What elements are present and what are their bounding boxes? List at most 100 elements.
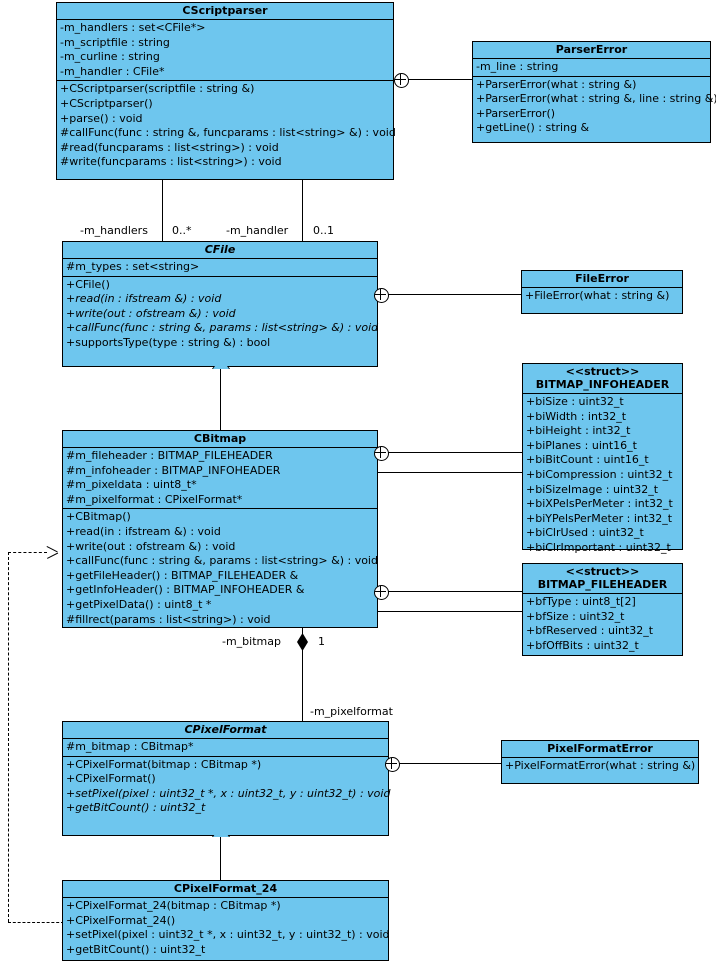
class-title-parsererror: ParserError [473,42,710,59]
attribute-row: +bfSize : uint32_t [526,609,625,623]
operation-row: +getLine() : string & [476,121,590,135]
operation-row: +CBitmap() [66,510,131,524]
attribute-row: #m_infoheader : BITMAP_INFOHEADER [66,463,281,477]
class-box-fileerror[interactable]: FileError +FileError(what : string &) [521,270,683,314]
class-title-cpixelformat24: CPixelFormat_24 [63,881,388,898]
operation-row: +CScriptparser() [60,96,153,110]
operation-row: #read(funcparams : list<string>) : void [60,140,279,154]
exception-marker-icon-pixelformaterror [385,757,400,772]
edge-label-bitmap-role: -m_bitmap [222,635,281,648]
operation-row: #callFunc(func : string &, funcparams : … [60,126,396,140]
operation-row: +getBitCount() : uint32_t [66,801,206,815]
generalization-arrow-fill-pf24 [213,825,229,837]
attribute-row: #m_bitmap : CBitmap* [66,740,194,753]
class-box-bitmap-fileheader[interactable]: <<struct>> BITMAP_FILEHEADER +bfType : u… [522,563,683,656]
class-box-cbitmap[interactable]: CBitmap #m_fileheader : BITMAP_FILEHEADE… [62,430,378,628]
operation-row: +CPixelFormat_24(bitmap : CBitmap *) [66,899,281,912]
operation-row: +getInfoHeader() : BITMAP_INFOHEADER & [66,583,305,597]
connector-scriptparser-parsererror [407,79,473,80]
operation-row: +CPixelFormat_24() [66,913,176,927]
composition-line-bitmap-pixelformat [302,628,303,721]
attribute-row: -m_scriptfile : string [60,35,170,49]
operation-row: +CPixelFormat() [66,772,156,786]
association-line-handler [302,180,303,242]
class-box-bitmap-infoheader[interactable]: <<struct>> BITMAP_INFOHEADER +biSize : u… [522,363,683,554]
class-name-label: BITMAP_FILEHEADER [537,578,668,591]
attribute-row: +biBitCount : uint16_t [526,453,649,467]
class-box-cscriptparser[interactable]: CScriptparser -m_handlers : set<CFile*> … [56,2,396,180]
connector-pixelformat-error [399,763,502,764]
operation-row: #write(funcparams : list<string>) : void [60,155,282,169]
exception-marker-icon-infoheader [374,446,389,461]
generalization-line-cbitmap-cfile [220,367,221,431]
operations-compartment-cbitmap: +CBitmap() +read(in : ifstream &) : void… [63,509,378,628]
attribute-row: +bfOffBits : uint32_t [526,638,639,652]
operation-row: +getBitCount() : uint32_t [66,942,206,956]
connector-cbitmap-infoheader-b [374,472,522,473]
operation-row: +callFunc(func : string &, params : list… [66,321,379,335]
attribute-row: #m_pixeldata : uint8_t* [66,478,197,492]
class-box-parsererror[interactable]: ParserError -m_line : string +ParserErro… [472,41,716,143]
attribute-row: #m_types : set<string> [66,260,200,273]
attribute-row: +biHeight : int32_t [526,424,631,438]
attribute-row: -m_curline : string [60,50,160,64]
dependency-arrowhead-icon [47,546,58,559]
attribute-row: #m_fileheader : BITMAP_FILEHEADER [66,449,273,462]
attributes-compartment-cbitmap: #m_fileheader : BITMAP_FILEHEADER #m_inf… [63,448,377,510]
operations-compartment-parsererror: +ParserError(what : string &) +ParserErr… [473,77,716,137]
class-box-pixelformaterror[interactable]: PixelFormatError +PixelFormatError(what … [501,740,699,784]
attribute-row: +bfReserved : uint32_t [526,624,654,638]
operation-row: +write(out : ofstream &) : void [66,539,236,553]
operation-row: +CPixelFormat(bitmap : CBitmap *) [66,757,262,771]
class-name-label: BITMAP_INFOHEADER [535,378,670,391]
operation-row: +ParserError(what : string &, line : str… [476,92,716,106]
class-title-cpixelformat: CPixelFormat [63,722,388,739]
operations-compartment-cpixelformat24: +CPixelFormat_24(bitmap : CBitmap *) +CP… [63,898,390,958]
edge-label-handlers-mult: 0..* [172,224,192,237]
attribute-row: +biClrUsed : uint32_t [526,526,644,540]
connector-cfile-fileerror [388,294,522,295]
dependency-line-vertical [8,552,9,922]
operation-row: +FileError(what : string &) [525,289,670,302]
attributes-compartment-cfile: #m_types : set<string> [63,259,377,277]
attributes-compartment-cscriptparser: -m_handlers : set<CFile*> -m_scriptfile … [57,20,393,82]
class-title-cscriptparser: CScriptparser [57,3,393,20]
operations-compartment-cfile: +CFile() +read(in : ifstream &) : void +… [63,277,379,352]
operations-compartment-fileerror: +FileError(what : string &) [522,288,682,305]
operation-row: +PixelFormatError(what : string &) [505,759,696,772]
operations-compartment-pixelformaterror: +PixelFormatError(what : string &) [502,758,698,775]
operation-row: +setPixel(pixel : uint32_t *, x : uint32… [66,928,390,942]
operation-row: +read(in : ifstream &) : void [66,292,222,306]
class-box-cpixelformat[interactable]: CPixelFormat #m_bitmap : CBitmap* +CPixe… [62,721,391,836]
class-box-cfile[interactable]: CFile #m_types : set<string> +CFile() +r… [62,241,378,367]
dependency-line-bottom [8,922,64,923]
attribute-row: +biPlanes : uint16_t [526,438,637,452]
attributes-compartment-parsererror: -m_line : string [473,59,710,77]
operation-row: +read(in : ifstream &) : void [66,524,221,538]
class-box-cpixelformat24[interactable]: CPixelFormat_24 +CPixelFormat_24(bitmap … [62,880,390,961]
attributes-compartment-bitmap-infoheader: +biSize : uint32_t +biWidth : int32_t +b… [523,394,682,557]
operation-row: +getPixelData() : uint8_t * [66,597,212,611]
operation-row: +callFunc(func : string &, params : list… [66,554,378,568]
class-title-bitmap-fileheader: <<struct>> BITMAP_FILEHEADER [523,564,682,594]
attribute-row: +biCompression : uint32_t [526,467,673,481]
operation-row: +write(out : ofstream &) : void [66,306,236,320]
exception-marker-icon-parsererror [394,73,409,88]
operation-row: +setPixel(pixel : uint32_t *, x : uint32… [66,786,391,800]
operation-row: +getFileHeader() : BITMAP_FILEHEADER & [66,568,299,582]
attribute-row: +biClrImportant : uint32_t [526,540,671,554]
attribute-row: -m_handlers : set<CFile*> [60,21,206,34]
edge-label-handlers-role: -m_handlers [80,224,148,237]
stereotype-label: <<struct>> [565,565,640,578]
operation-row: +supportsType(type : string &) : bool [66,335,271,349]
operations-compartment-cscriptparser: +CScriptparser(scriptfile : string &) +C… [57,81,396,171]
attribute-row: -m_line : string [476,60,559,73]
attribute-row: +bfType : uint8_t[2] [526,595,636,608]
generalization-line-pf24-pf [220,836,221,880]
attribute-row: +biYPelsPerMeter : int32_t [526,511,673,525]
operation-row: +CFile() [66,277,110,291]
class-title-fileerror: FileError [522,271,682,288]
operation-row: +ParserError(what : string &) [476,77,637,91]
edge-label-bitmap-mult: 1 [318,635,325,648]
